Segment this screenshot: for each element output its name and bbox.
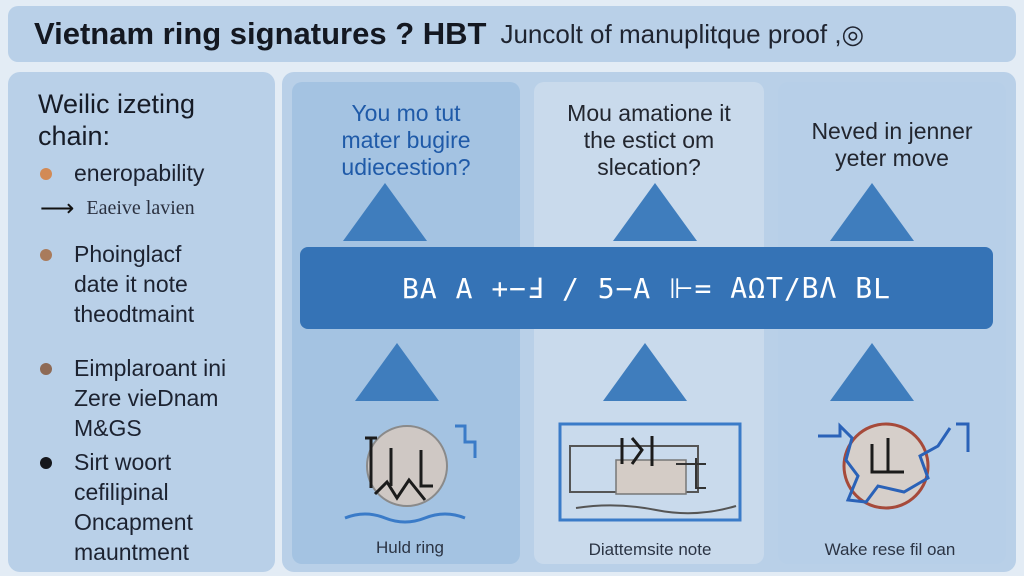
bullet-dot-icon (40, 363, 52, 375)
column-caption: Wake rese fil oan (824, 540, 956, 559)
sidebar-arrow-row: ⟶ Eaeive lavien (40, 194, 257, 223)
triangle-up-icon (355, 343, 439, 401)
arrow-right-icon: ⟶ (40, 195, 75, 222)
column-question-line: udiecestion? (341, 154, 471, 180)
column-question-line: slecation? (597, 154, 701, 180)
column-question-line: Mou amatione it (567, 100, 731, 126)
sidebar-panel: Weilic izeting chain: eneropability ⟶ Ea… (8, 72, 275, 572)
sidebar-arrow-label: Eaeive lavien (86, 197, 195, 219)
column-question: Neved in jenner yeter move (778, 118, 1006, 172)
sidebar-heading-line: Weilic izeting (38, 89, 196, 119)
triangle-up-icon (603, 343, 687, 401)
column-caption: Diattemsite note (588, 540, 712, 559)
ring-sketch-icon (344, 424, 477, 524)
bullet-dot-icon (40, 168, 52, 180)
bullet-dot-icon (40, 457, 52, 469)
column-question-line: yeter move (835, 145, 949, 171)
sidebar-item-label: Sirt woort (74, 449, 172, 475)
signature-formula-bar: BA A +−Ⅎ / 5−A ⊩= ΑΩΤ/ΒΛ ΒL (300, 247, 993, 329)
sidebar-heading: Weilic izeting chain: (38, 88, 257, 152)
sidebar-heading-line: chain: (38, 121, 111, 151)
column-question: Mou amatione it the estict om slecation? (534, 100, 764, 181)
sidebar-item-2: Phoinglacf date it note theodtmaint (40, 239, 257, 329)
sidebar-item-label: Phoinglacf (74, 241, 182, 267)
triangle-up-icon (613, 183, 697, 241)
sidebar-item-1: eneropability (40, 158, 257, 188)
sidebar-item-label: Oncapment (74, 509, 193, 535)
note-document-sketch-icon (558, 422, 742, 522)
sidebar-item-label: M&GS (74, 415, 142, 441)
sidebar-item-label: mauntment (74, 539, 190, 565)
sidebar-item-label: theodtmaint (74, 301, 195, 327)
column-caption: Huld ring (375, 538, 445, 557)
title-bar: Vietnam ring signatures ? HBT Juncolt of… (8, 6, 1016, 62)
column-question: You mo tut mater bugire udiecestion? (292, 100, 520, 181)
column-question-line: You mo tut (351, 100, 461, 126)
triangle-up-icon (343, 183, 427, 241)
column-question-line: Neved in jenner (811, 118, 973, 144)
bullet-dot-icon (40, 249, 52, 261)
column-question-line: the estict om (583, 127, 715, 153)
page-subtitle: Juncolt of manuplitque proof ,◎ (500, 18, 865, 49)
sidebar-item-label: date it note (74, 271, 188, 297)
triangle-up-icon (830, 343, 914, 401)
sidebar-item-3: Eimplaroant ini Zere vieDnam M&GS (40, 353, 257, 443)
triangle-up-icon (830, 183, 914, 241)
sidebar-item-label: Zere vieDnam (74, 385, 219, 411)
sidebar-item-label: cefilipinal (74, 479, 169, 505)
ring-map-sketch-icon (818, 422, 970, 510)
column-question-line: mater bugire (341, 127, 471, 153)
sidebar-item-4: Sirt woort cefilipinal Oncapment mauntme… (40, 447, 257, 567)
page-title: Vietnam ring signatures ? HBT (34, 16, 487, 51)
sidebar-item-label: Eimplaroant ini (74, 355, 227, 381)
sidebar-item-label: eneropability (74, 160, 205, 186)
